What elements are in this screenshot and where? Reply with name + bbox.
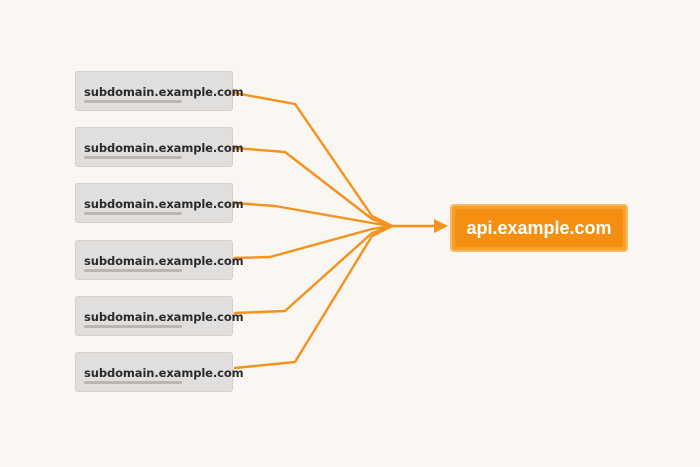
target-label: api.example.com: [466, 217, 612, 238]
source-underline: [84, 381, 182, 384]
source-label: subdomain.example.com: [84, 310, 244, 324]
target-node-inner: api.example.com: [455, 209, 623, 247]
source-node-6[interactable]: subdomain.example.com: [75, 352, 244, 392]
source-label: subdomain.example.com: [84, 254, 244, 268]
source-label: subdomain.example.com: [84, 366, 244, 380]
source-underline: [84, 156, 182, 159]
connector-line-1: [233, 91, 394, 228]
connector-line-4: [233, 224, 394, 260]
connector-line-5: [233, 224, 394, 315]
target-node[interactable]: api.example.com: [450, 204, 628, 252]
source-underline: [84, 212, 182, 215]
arrowhead-icon: [434, 219, 448, 233]
source-underline: [84, 269, 182, 272]
source-node-3[interactable]: subdomain.example.com: [75, 183, 244, 223]
source-underline: [84, 100, 182, 103]
source-label: subdomain.example.com: [84, 85, 244, 99]
connector-line-6: [233, 224, 394, 370]
source-underline: [84, 325, 182, 328]
source-label: subdomain.example.com: [84, 197, 244, 211]
source-node-4[interactable]: subdomain.example.com: [75, 240, 244, 280]
source-node-5[interactable]: subdomain.example.com: [75, 296, 244, 336]
connector-line-2: [233, 146, 394, 228]
source-node-2[interactable]: subdomain.example.com: [75, 127, 244, 167]
connector-line-3: [233, 201, 394, 228]
source-node-1[interactable]: subdomain.example.com: [75, 71, 244, 111]
source-label: subdomain.example.com: [84, 141, 244, 155]
